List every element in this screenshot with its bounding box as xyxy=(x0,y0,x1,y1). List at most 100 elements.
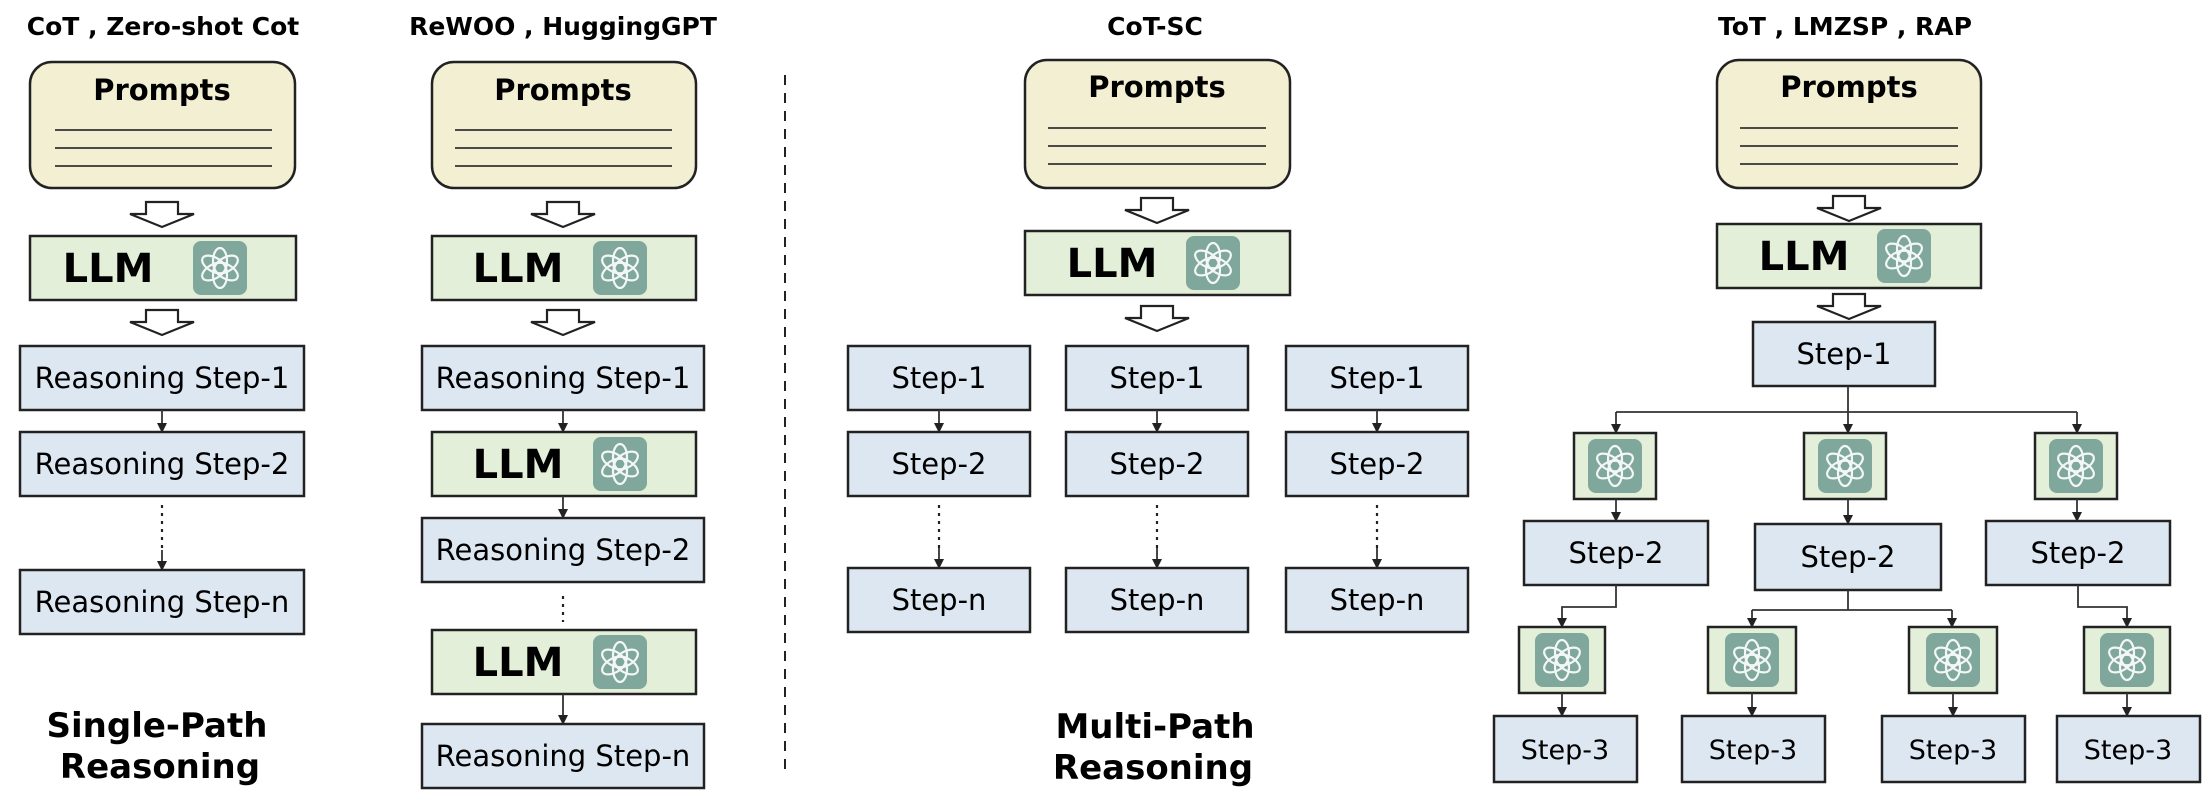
cot-sc-path-a: Step-1 Step-2 Step-n xyxy=(846,344,1032,634)
cot-sc-b-step-n-box: Step-n xyxy=(1064,566,1250,634)
openai-logo-icon xyxy=(1924,631,1982,689)
cot-sc-llm-box: LLM xyxy=(1023,229,1292,297)
openai-logo-icon xyxy=(591,633,649,691)
step-label: Step-2 xyxy=(2031,536,2126,570)
openai-logo-icon xyxy=(1184,234,1242,292)
step-label: Reasoning Step-2 xyxy=(436,533,691,567)
hollow-down-arrow-icon xyxy=(1123,304,1191,333)
rewoo-step-1-box: Reasoning Step-1 xyxy=(420,344,706,412)
step-label: Reasoning Step-2 xyxy=(35,447,290,481)
column-title-rewoo: ReWOO , HuggingGPT xyxy=(409,12,717,41)
tot-llm-node-e xyxy=(1706,625,1798,695)
prompts-label: Prompts xyxy=(1088,70,1226,104)
step-label: Reasoning Step-1 xyxy=(436,361,691,395)
tot-llm-node-a xyxy=(1572,431,1658,501)
step-label: Step-3 xyxy=(1709,735,1797,766)
cot-sc-path-b: Step-1 Step-2 Step-n xyxy=(1064,344,1250,634)
tot-llm-node-f xyxy=(1907,625,1999,695)
column-title-cot-sc: CoT-SC xyxy=(1107,12,1203,41)
openai-logo-icon xyxy=(1816,437,1874,495)
openai-logo-icon xyxy=(2098,631,2156,689)
step-label: Step-2 xyxy=(1110,447,1205,481)
cot-prompts-box: Prompts xyxy=(28,60,297,190)
llm-label: LLM xyxy=(1759,234,1850,280)
cot-sc-b-step-2-box: Step-2 xyxy=(1064,430,1250,498)
rewoo-llm-box-1: LLM xyxy=(430,234,698,302)
openai-logo-icon xyxy=(591,435,649,493)
step-label: Step-3 xyxy=(1521,735,1609,766)
tot-step-2-box-c: Step-2 xyxy=(1984,519,2172,587)
step-label: Step-n xyxy=(1330,583,1425,617)
cot-sc-a-step-2-box: Step-2 xyxy=(846,430,1032,498)
openai-logo-icon xyxy=(1533,631,1591,689)
cot-sc-c-step-1-box: Step-1 xyxy=(1284,344,1470,412)
step-label: Step-2 xyxy=(1801,540,1896,574)
hollow-down-arrow-icon xyxy=(1815,194,1883,223)
step-label: Reasoning Step-1 xyxy=(35,361,290,395)
single-path-label-line2: Reasoning xyxy=(60,747,260,787)
llm-label: LLM xyxy=(1067,241,1158,287)
cot-step-2-box: Reasoning Step-2 xyxy=(18,430,306,498)
cot-sc-a-step-1-box: Step-1 xyxy=(846,344,1032,412)
tot-llm-box: LLM xyxy=(1715,222,1983,290)
tot-step-2-box-a: Step-2 xyxy=(1522,519,1710,587)
llm-label: LLM xyxy=(473,640,564,686)
openai-logo-icon xyxy=(1586,437,1644,495)
step-label: Step-2 xyxy=(1330,447,1425,481)
cot-step-1-box: Reasoning Step-1 xyxy=(18,344,306,412)
hollow-down-arrow-icon xyxy=(1815,292,1883,321)
prompts-label: Prompts xyxy=(1780,70,1918,104)
rewoo-step-n-box: Reasoning Step-n xyxy=(420,722,706,790)
tot-step-3-box-a: Step-3 xyxy=(1492,714,1639,784)
prompts-label: Prompts xyxy=(93,73,231,107)
cot-sc-prompts-box: Prompts xyxy=(1023,58,1292,190)
hollow-down-arrow-icon xyxy=(529,200,597,229)
prompts-label: Prompts xyxy=(494,73,632,107)
tot-prompts-box: Prompts xyxy=(1715,58,1983,190)
tot-llm-node-g xyxy=(2082,625,2172,695)
step-label: Step-1 xyxy=(892,361,987,395)
tot-step-3-box-b: Step-3 xyxy=(1680,714,1827,784)
step-label: Reasoning Step-n xyxy=(35,585,290,619)
openai-logo-icon xyxy=(1875,227,1933,285)
cot-sc-c-step-n-box: Step-n xyxy=(1284,566,1470,634)
llm-label: LLM xyxy=(63,246,154,292)
multi-path-label-line2: Reasoning xyxy=(1053,748,1253,788)
cot-sc-b-step-1-box: Step-1 xyxy=(1064,344,1250,412)
hollow-down-arrow-icon xyxy=(128,200,196,229)
tot-llm-node-c xyxy=(2033,431,2119,501)
rewoo-step-2-box: Reasoning Step-2 xyxy=(420,516,706,584)
hollow-down-arrow-icon xyxy=(1123,196,1191,225)
step-label: Step-1 xyxy=(1330,361,1425,395)
tot-llm-node-b xyxy=(1802,431,1888,501)
cot-sc-a-step-n-box: Step-n xyxy=(846,566,1032,634)
step-label: Step-3 xyxy=(1909,735,1997,766)
step-label: Step-2 xyxy=(1569,536,1664,570)
tot-step-1-box: Step-1 xyxy=(1751,320,1937,388)
tot-step-2-box-b: Step-2 xyxy=(1753,522,1943,592)
hollow-down-arrow-icon xyxy=(128,308,196,337)
rewoo-llm-box-3: LLM xyxy=(430,628,698,696)
tot-step-3-box-d: Step-3 xyxy=(2055,714,2202,784)
step-label: Step-n xyxy=(892,583,987,617)
step-label: Reasoning Step-n xyxy=(436,739,691,773)
rewoo-prompts-box: Prompts xyxy=(430,60,698,190)
openai-logo-icon xyxy=(591,239,649,297)
column-title-cot: CoT , Zero-shot Cot xyxy=(27,12,299,41)
column-title-tot: ToT , LMZSP , RAP xyxy=(1718,12,1972,41)
llm-label: LLM xyxy=(473,442,564,488)
cot-sc-path-c: Step-1 Step-2 Step-n xyxy=(1284,344,1470,634)
step-label: Step-n xyxy=(1110,583,1205,617)
tot-llm-node-d xyxy=(1517,625,1607,695)
multi-path-label-line1: Multi-Path xyxy=(1055,707,1254,747)
step-label: Step-1 xyxy=(1797,337,1892,371)
rewoo-llm-box-2: LLM xyxy=(430,430,698,498)
tot-step-3-box-c: Step-3 xyxy=(1880,714,2027,784)
llm-label: LLM xyxy=(473,246,564,292)
step-label: Step-3 xyxy=(2084,735,2172,766)
cot-step-n-box: Reasoning Step-n xyxy=(18,568,306,636)
openai-logo-icon xyxy=(1723,631,1781,689)
step-label: Step-2 xyxy=(892,447,987,481)
cot-sc-c-step-2-box: Step-2 xyxy=(1284,430,1470,498)
